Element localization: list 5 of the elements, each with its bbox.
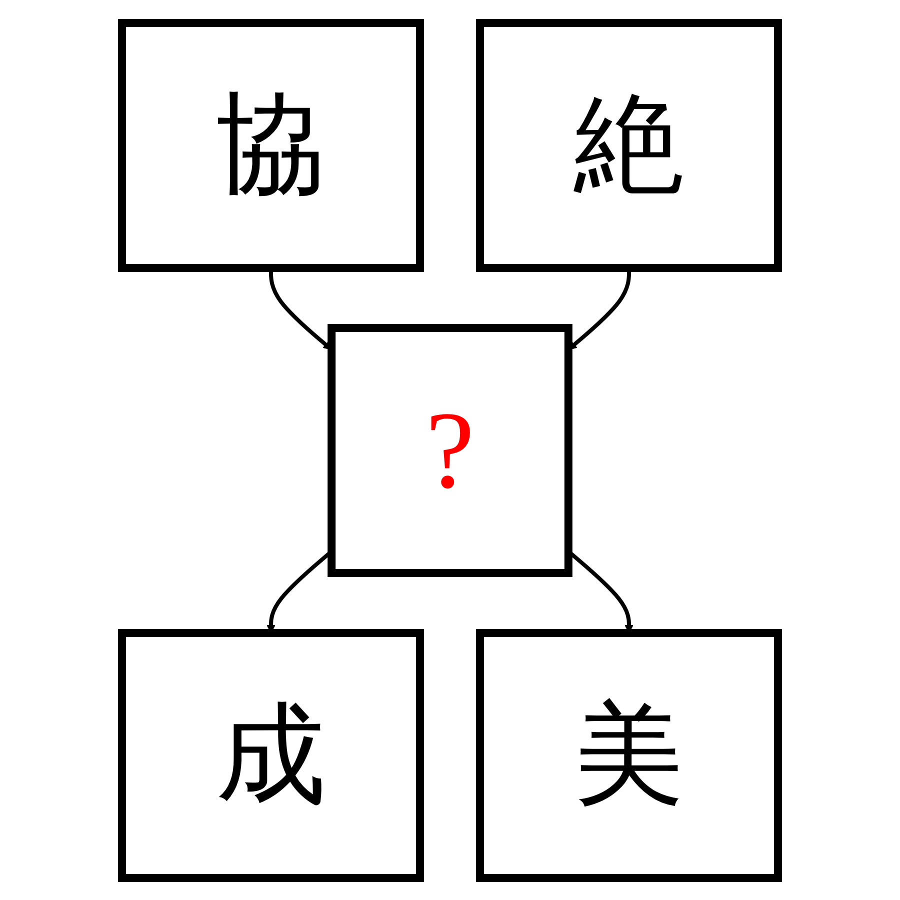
node-box: ? (328, 324, 572, 576)
node-box: 絶 (476, 18, 782, 272)
node-box: 成 (118, 628, 424, 882)
node-box: 美 (476, 628, 782, 882)
node-box: 協 (118, 18, 424, 272)
